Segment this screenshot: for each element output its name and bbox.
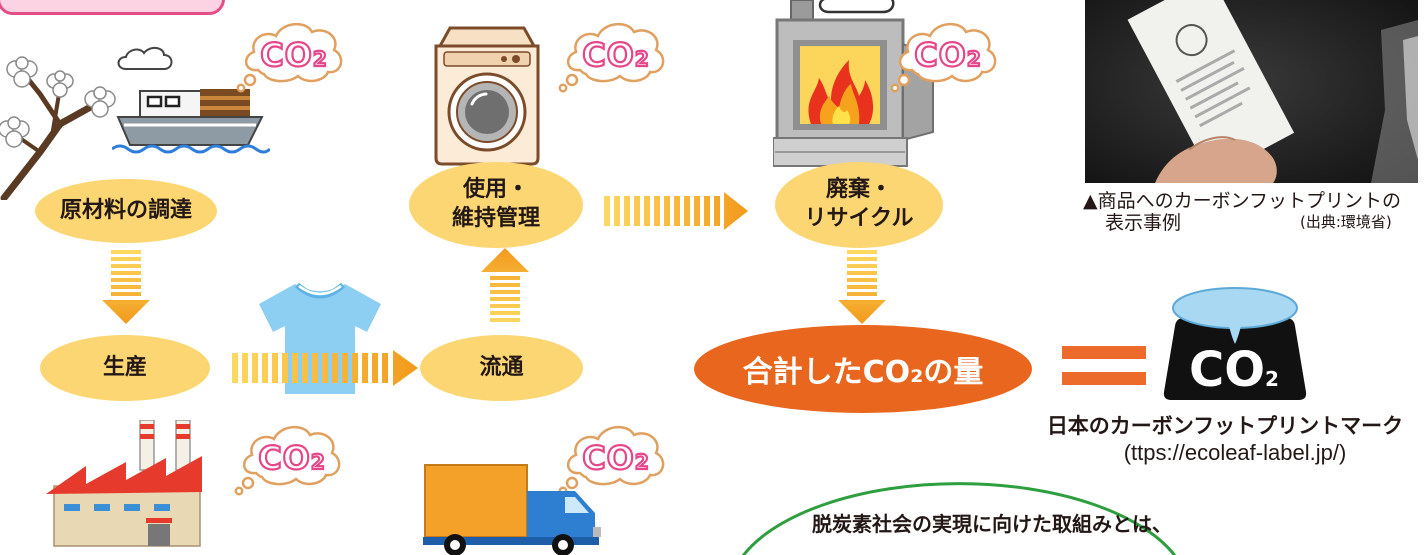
co2-cloud-icon bbox=[890, 23, 997, 93]
co2-bubble-disposal: CO2 bbox=[890, 23, 997, 93]
closing-heading: 脱炭素社会の実現に向けた取組みとは、 bbox=[812, 512, 1172, 536]
stage-label-line2: 維持管理 bbox=[451, 206, 540, 231]
stage-distribution: 流通 bbox=[420, 335, 583, 401]
stage-label: 流通 bbox=[479, 354, 524, 380]
co2-cloud-icon bbox=[558, 23, 665, 93]
mark-url: (ttps://ecoleaf-label.jp/) bbox=[1123, 440, 1347, 465]
cargo-ship-icon bbox=[112, 47, 270, 154]
factory-icon bbox=[46, 420, 202, 547]
flow-arrow-right-use bbox=[604, 192, 748, 230]
co2-label: CO2 bbox=[260, 36, 328, 74]
product-tag bbox=[1127, 0, 1295, 177]
section-tab bbox=[0, 0, 225, 15]
equals-sign-bottom bbox=[1062, 372, 1146, 385]
stage-disposal: 廃棄・ リサイクル bbox=[775, 162, 943, 248]
waves bbox=[112, 144, 270, 154]
cotton-bolls bbox=[0, 56, 116, 148]
stage-label: 原材料の調達 bbox=[59, 197, 192, 223]
co2-label: CO2 bbox=[582, 36, 650, 74]
mark-symbol: CO2 bbox=[1189, 342, 1279, 398]
stage-label-line2: リサイクル bbox=[804, 206, 914, 231]
fire-icon bbox=[808, 60, 874, 124]
co2-bubble-distribution: CO2 bbox=[558, 426, 665, 496]
stage-production: 生産 bbox=[40, 335, 210, 401]
total-label: 合計したCO₂の量 bbox=[742, 355, 984, 390]
ship-containers bbox=[200, 89, 250, 117]
co2-label: CO2 bbox=[582, 439, 650, 477]
stage-label-line1: 使用・ bbox=[462, 177, 529, 203]
co2-bubble-production: CO2 bbox=[234, 426, 341, 496]
photo-source: (出典:環境省) bbox=[1300, 213, 1392, 231]
t-shirt-icon bbox=[259, 282, 381, 394]
stage-label-line1: 廃棄・ bbox=[825, 177, 892, 203]
washing-machine-icon bbox=[434, 26, 540, 166]
flow-arrow-right-production bbox=[232, 350, 418, 386]
photo-caption-line1: ▲商品へのカーボンフットプリントの bbox=[1083, 190, 1402, 212]
incinerator-icon bbox=[773, 0, 934, 167]
co2-cloud-icon bbox=[558, 426, 665, 496]
total-co2-ellipse: 合計したCO₂の量 bbox=[694, 325, 1032, 413]
stage-use: 使用・ 維持管理 bbox=[409, 162, 583, 248]
co2-label: CO2 bbox=[914, 36, 982, 74]
hand bbox=[1155, 138, 1277, 183]
delivery-truck-icon bbox=[423, 464, 601, 555]
flow-arrow-up-distribution bbox=[481, 248, 529, 322]
closing-arc bbox=[741, 482, 1177, 555]
equals-sign-top bbox=[1062, 346, 1146, 359]
co2-label: CO2 bbox=[258, 439, 326, 477]
cotton-branch-icon bbox=[0, 56, 116, 200]
product-label-photo bbox=[1085, 0, 1418, 183]
stage-procurement: 原材料の調達 bbox=[35, 179, 217, 243]
smoke-cloud-icon bbox=[818, 0, 895, 14]
co2-cloud-icon bbox=[234, 426, 341, 496]
smoke-icon bbox=[117, 47, 173, 70]
co2-bubble-procurement: CO2 bbox=[236, 23, 343, 93]
ship-hull bbox=[116, 116, 264, 146]
co2-bubble-use: CO2 bbox=[558, 23, 665, 93]
photo-caption-line2: 表示事例 bbox=[1105, 212, 1182, 234]
stage-label: 生産 bbox=[102, 354, 147, 380]
co2-cloud-icon bbox=[236, 23, 343, 93]
carbon-footprint-mark-icon: CO2 bbox=[1163, 287, 1307, 400]
flow-arrow-down-procurement bbox=[102, 250, 150, 324]
mark-label: 日本のカーボンフットプリントマーク bbox=[1046, 414, 1404, 438]
flow-arrow-down-disposal bbox=[838, 250, 886, 324]
